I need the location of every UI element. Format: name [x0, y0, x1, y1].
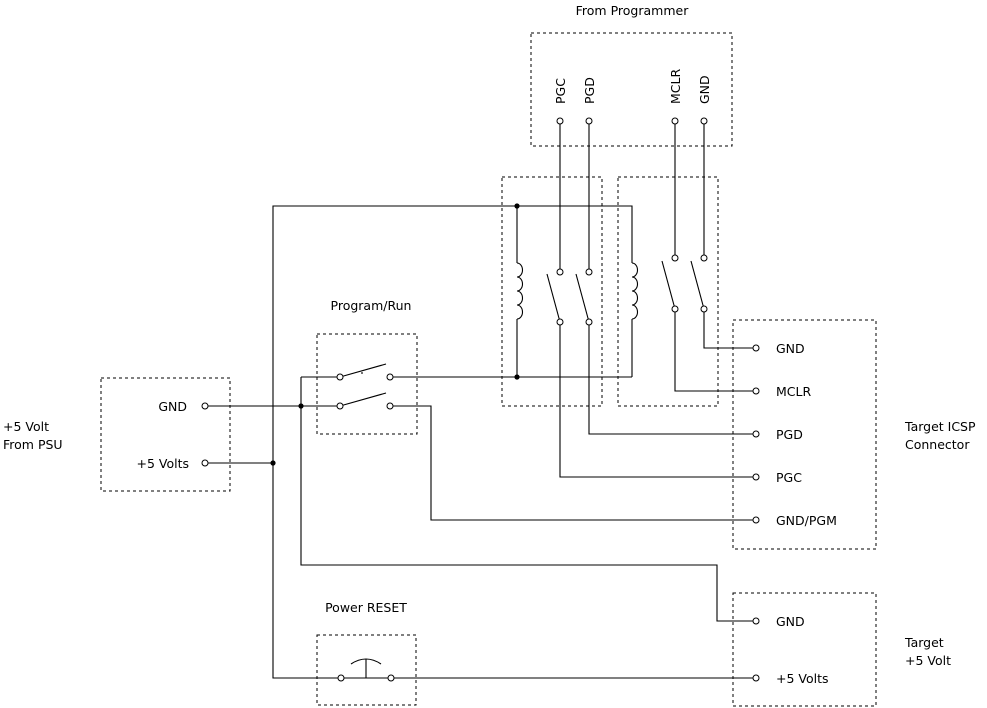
icsp-gnd-label: GND	[776, 341, 805, 356]
relay-2-box	[617, 176, 719, 407]
target-title-line2: +5 Volt	[905, 653, 951, 668]
gnd-pin-label: GND	[697, 75, 712, 104]
program-run-label: Program/Run	[331, 298, 412, 313]
relay-1-box	[501, 176, 603, 407]
push-button-icon	[344, 658, 388, 679]
wire-5v-reset	[272, 463, 341, 679]
wire-gnd-pgm	[393, 405, 756, 521]
relay-contacts	[546, 260, 705, 323]
psu-5v-label: +5 Volts	[136, 456, 189, 471]
pgd-pin-label: PGD	[582, 77, 597, 104]
psu-box	[100, 377, 231, 492]
psu-gnd-label: GND	[158, 399, 187, 414]
relay-2-coil-icon	[631, 262, 639, 320]
wire-icsp-pgd	[588, 322, 756, 435]
target-power-box	[732, 592, 877, 707]
psu-title-line2: From PSU	[3, 437, 63, 452]
psu-title-line1: +5 Volt	[3, 419, 49, 434]
junction-dots	[270, 203, 520, 466]
wire-top-rail	[272, 205, 633, 463]
program-run-switch-box	[316, 333, 418, 435]
icsp-title-line2: Connector	[905, 437, 970, 452]
icsp-pgd-label: PGD	[776, 427, 803, 442]
target-5v-label: +5 Volts	[776, 671, 829, 686]
mclr-pin-label: MCLR	[668, 69, 683, 104]
terminals	[201, 117, 760, 682]
wire-gnd-target	[300, 376, 756, 622]
wire-icsp-mclr	[674, 309, 756, 392]
target-title-line1: Target	[904, 635, 944, 650]
target-gnd-label: GND	[776, 614, 805, 629]
wire-icsp-gnd	[703, 309, 756, 349]
relay-1-coil-icon	[516, 262, 524, 320]
pgc-pin-label: PGC	[553, 78, 568, 104]
wire-icsp-pgc	[559, 322, 756, 478]
icsp-pgc-label: PGC	[776, 470, 802, 485]
icsp-gnd-pgm-label: GND/PGM	[776, 513, 837, 528]
icsp-title-line1: Target ICSP	[904, 419, 976, 434]
power-reset-switch-box	[316, 634, 417, 706]
power-reset-label: Power RESET	[325, 600, 407, 615]
from-programmer-label: From Programmer	[576, 3, 690, 18]
programmer-box	[530, 32, 733, 147]
program-run-switch-icon	[339, 363, 387, 407]
icsp-mclr-label: MCLR	[776, 384, 811, 399]
wires	[205, 124, 756, 679]
